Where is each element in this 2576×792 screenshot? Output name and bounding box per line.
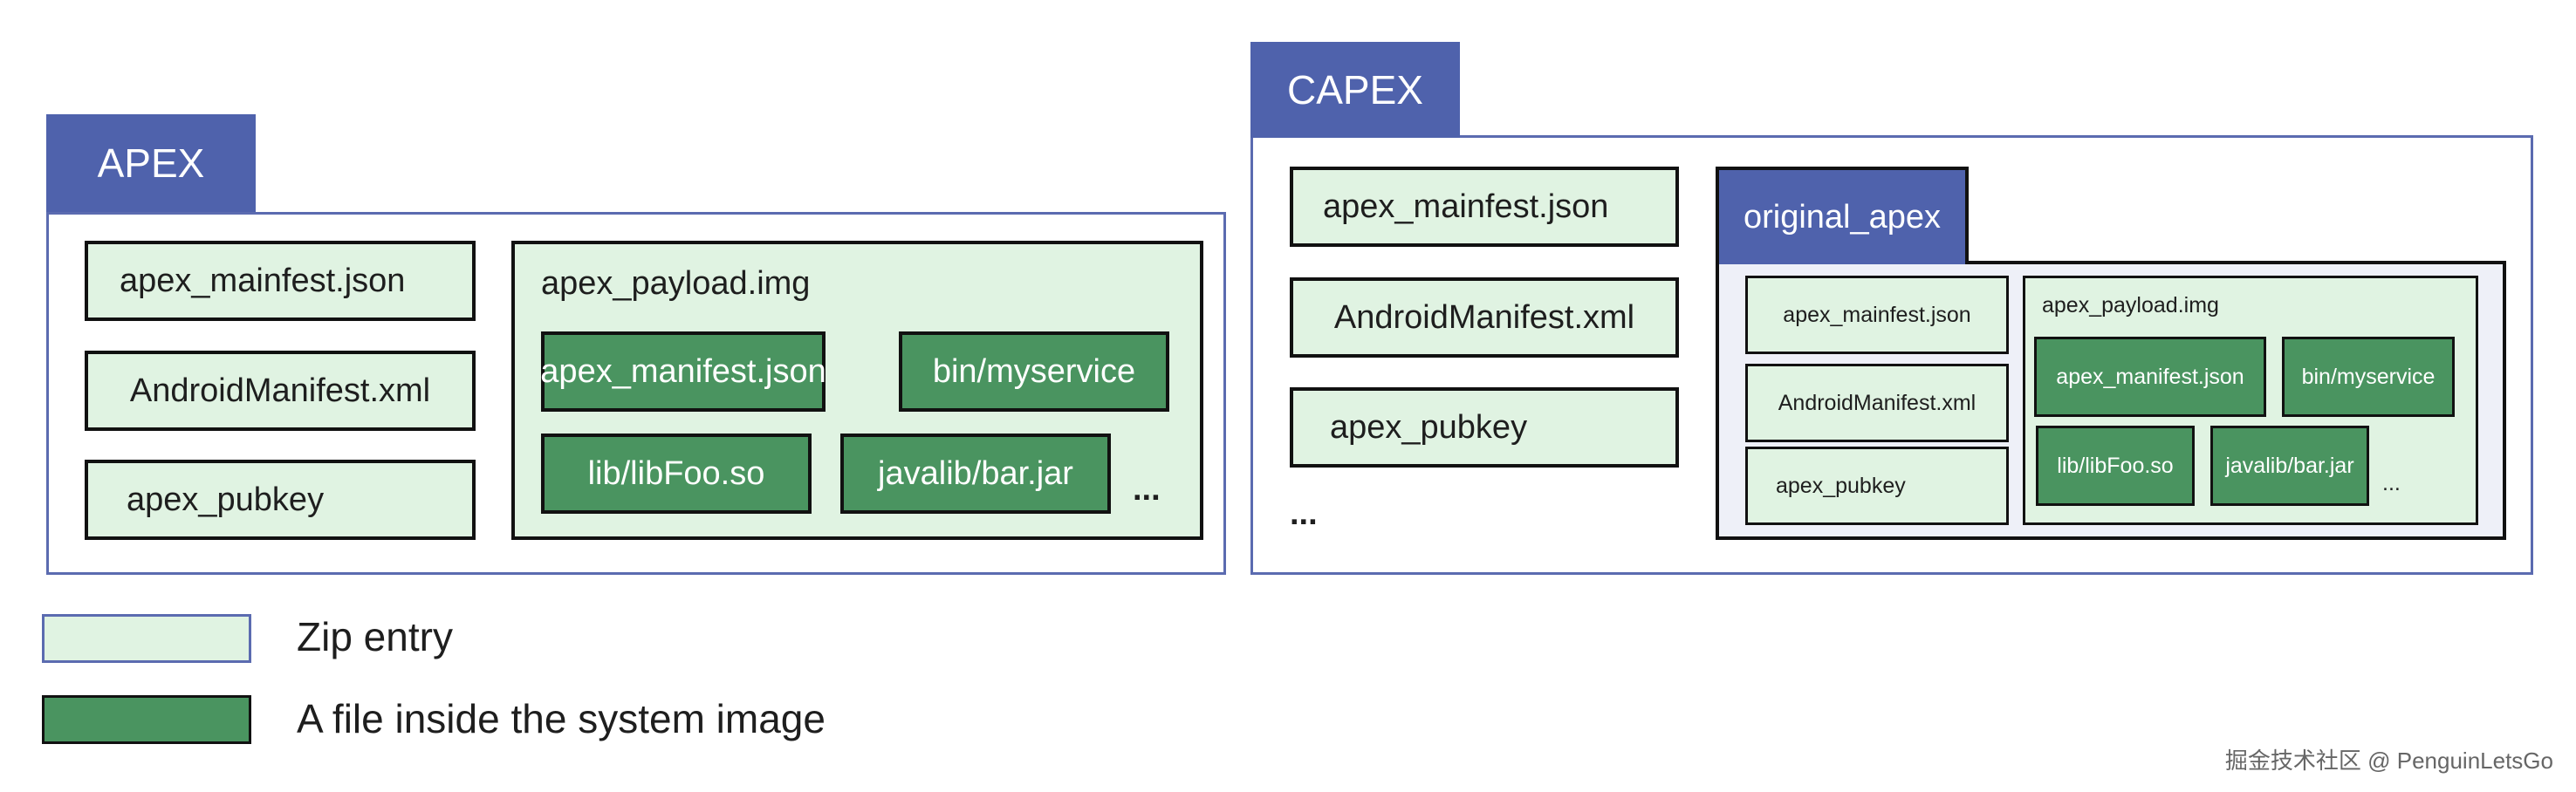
- legend-file-swatch: [42, 695, 251, 744]
- original-apex-payload-file-libfoo: lib/libFoo.so: [2036, 426, 2195, 506]
- capex-ellipsis: ...: [1290, 495, 1318, 532]
- apex-payload-file-bar-jar: javalib/bar.jar: [840, 434, 1111, 514]
- apex-title: APEX: [97, 140, 205, 186]
- apex-title-tab: APEX: [46, 114, 256, 212]
- original-apex-entry-manifest-json: apex_mainfest.json: [1745, 276, 2009, 354]
- legend-file-label: A file inside the system image: [297, 696, 826, 741]
- apex-entry-manifest-json: apex_mainfest.json: [85, 241, 476, 321]
- capex-entry-android-manifest: AndroidManifest.xml: [1290, 277, 1679, 358]
- original-apex-title-tab: original_apex: [1716, 167, 1969, 264]
- original-apex-payload-title: apex_payload.img: [2042, 293, 2219, 317]
- capex-title-tab: CAPEX: [1250, 42, 1460, 138]
- capex-entry-manifest-json: apex_mainfest.json: [1290, 167, 1679, 247]
- legend-zip-swatch: [42, 614, 251, 663]
- apex-payload-file-manifest: apex_manifest.json: [540, 331, 826, 412]
- original-apex-payload-file-bar-jar: javalib/bar.jar: [2210, 426, 2369, 506]
- original-apex-entry-android-manifest: AndroidManifest.xml: [1745, 364, 2009, 442]
- capex-entry-pubkey: apex_pubkey: [1290, 387, 1679, 468]
- original-apex-payload-file-myservice: bin/myservice: [2282, 337, 2455, 417]
- original-apex-title: original_apex: [1743, 198, 1942, 236]
- watermark: 掘金技术社区 @ PenguinLetsGo: [2224, 748, 2553, 774]
- legend-zip-label: Zip entry: [297, 614, 453, 659]
- original-apex-entry-pubkey: apex_pubkey: [1745, 447, 2009, 525]
- apex-payload-ellipsis: ...: [1133, 471, 1161, 508]
- capex-title: CAPEX: [1287, 67, 1423, 113]
- apex-entry-android-manifest: AndroidManifest.xml: [85, 351, 476, 431]
- apex-payload-file-myservice: bin/myservice: [899, 331, 1169, 412]
- apex-payload-file-libfoo: lib/libFoo.so: [541, 434, 812, 514]
- original-apex-payload-ellipsis: ...: [2382, 471, 2401, 495]
- apex-entry-pubkey: apex_pubkey: [85, 460, 476, 540]
- original-apex-payload-file-manifest: apex_manifest.json: [2034, 337, 2266, 417]
- apex-payload-title: apex_payload.img: [541, 265, 811, 302]
